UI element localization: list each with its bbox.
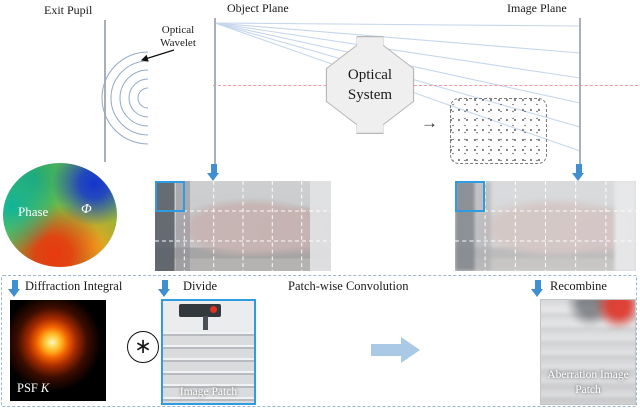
convolution-operator-glyph: ∗ bbox=[134, 333, 152, 358]
image-plane-label: Image Plane bbox=[507, 1, 567, 15]
image-patch-grid bbox=[455, 181, 636, 271]
kernel-grid-arrow-icon: → bbox=[421, 113, 438, 132]
object-plane-down-arrow-icon bbox=[207, 164, 220, 181]
optical-system-block: Optical System bbox=[325, 36, 415, 134]
object-highlight-cell bbox=[155, 181, 185, 212]
diffraction-down-arrow-icon bbox=[8, 280, 21, 297]
optical-system-label: Optical System bbox=[347, 66, 393, 103]
recombine-label: Recombine bbox=[550, 279, 607, 293]
optical-wavelet-arcs bbox=[101, 51, 149, 145]
phase-label: Phase bbox=[18, 204, 49, 219]
image-highlight-cell bbox=[455, 181, 485, 212]
image-patch: Image Patch bbox=[161, 299, 256, 405]
image-plane-line bbox=[579, 18, 581, 168]
exit-pupil-plane-line bbox=[104, 20, 106, 162]
recombine-down-arrow-icon bbox=[531, 280, 544, 297]
psf-kernel-grid-box bbox=[450, 98, 547, 164]
wavelet-arrow-icon bbox=[140, 49, 175, 62]
aberration-image-patch-label: Aberration Image Patch bbox=[547, 369, 629, 396]
aberration-scene bbox=[541, 300, 635, 404]
optical-system-body: Optical System bbox=[327, 37, 413, 133]
phase-map: Phase Φ bbox=[3, 163, 117, 267]
optical-wavelet-label: Optical Wavelet bbox=[160, 24, 196, 49]
convolution-right-arrow-icon bbox=[371, 337, 421, 363]
bottom-panel bbox=[1, 275, 637, 407]
diffraction-integral-label: Diffraction Integral bbox=[25, 279, 123, 293]
traffic-light-red-lamp bbox=[210, 306, 218, 314]
psf-label: PSF bbox=[17, 381, 38, 395]
psf-symbol: K bbox=[40, 381, 50, 395]
phase-symbol: Φ bbox=[81, 202, 92, 217]
image-patch-building bbox=[163, 331, 254, 403]
exit-pupil-label: Exit Pupil bbox=[44, 3, 93, 17]
aberration-image-patch: Aberration Image Patch bbox=[540, 299, 636, 405]
traffic-light-pole bbox=[203, 316, 209, 330]
optical-axis-line bbox=[213, 85, 638, 86]
image-plane-down-arrow-icon bbox=[572, 164, 585, 181]
object-plane-label: Object Plane bbox=[227, 1, 289, 15]
image-plane-photo bbox=[455, 181, 636, 271]
convolution-operator-icon: ∗ bbox=[127, 331, 159, 363]
patch-wise-convolution-label: Patch-wise Convolution bbox=[288, 279, 409, 293]
divide-down-arrow-icon bbox=[158, 280, 171, 297]
divide-label: Divide bbox=[183, 279, 218, 293]
object-plane-line bbox=[214, 18, 216, 168]
object-plane-photo bbox=[155, 181, 331, 271]
image-patch-label: Image Patch bbox=[179, 385, 238, 398]
